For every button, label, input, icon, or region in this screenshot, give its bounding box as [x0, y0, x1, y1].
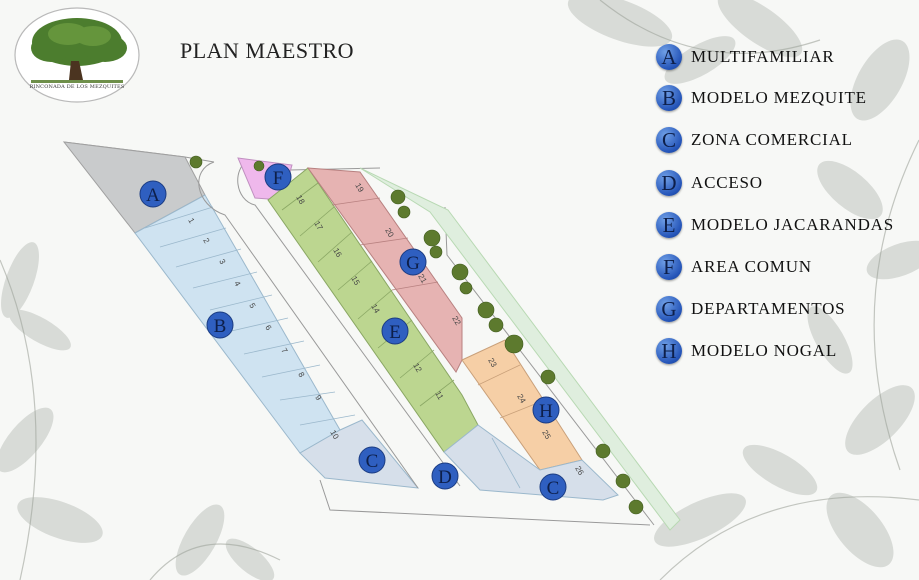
legend-label-multifamiliar: MULTIFAMILIAR [691, 47, 835, 66]
svg-text:G: G [406, 253, 420, 274]
legend-label-comercial: ZONA COMERCIAL [691, 130, 853, 149]
page-title: PLAN MAESTRO [180, 38, 355, 63]
legend-label-area-comun: AREA COMUN [691, 257, 812, 276]
legend-marker-d: D [656, 170, 682, 196]
lot-number-1: 1 [186, 217, 196, 226]
legend-marker-h: H [656, 338, 682, 364]
lot-number-6: 6 [263, 324, 273, 333]
lot-number-3: 3 [217, 258, 227, 267]
svg-text:A: A [146, 185, 160, 206]
legend-item-departamentos: G DEPARTAMENTOS [656, 294, 845, 324]
green-buffer-strip [359, 167, 681, 531]
lot-number-5: 5 [247, 302, 257, 311]
legend-marker-a: A [656, 44, 682, 70]
lot-number-4: 4 [232, 280, 242, 289]
zone-c-comercial-left [299, 419, 420, 489]
legend-label-jacarandas: MODELO JACARANDAS [691, 215, 894, 234]
svg-text:C: C [547, 478, 560, 499]
legend-item-comercial: C ZONA COMERCIAL [656, 125, 853, 155]
svg-text:H: H [539, 401, 553, 422]
mezquite-lot-lines [144, 206, 356, 426]
zone-marker-d: D [431, 462, 459, 490]
legend-marker-b: B [656, 85, 682, 111]
lot-number-7: 7 [279, 347, 289, 356]
legend-label-mezquite: MODELO MEZQUITE [691, 88, 867, 107]
zone-marker-f: F [264, 163, 292, 191]
lot-number-8: 8 [296, 371, 306, 380]
legend-marker-f: F [656, 254, 682, 280]
zone-g-departamentos [306, 167, 463, 373]
legend-item-nogal: H MODELO NOGAL [656, 336, 837, 366]
zone-marker-b: B [206, 311, 234, 339]
legend-marker-c: C [656, 127, 682, 153]
logo-tree-icon [14, 7, 140, 103]
lot-number-2: 2 [201, 237, 211, 246]
zone-marker-g: G [399, 248, 427, 276]
legend-label-nogal: MODELO NOGAL [691, 341, 838, 360]
zone-c-comercial-right [443, 424, 619, 501]
legend-marker-g: G [656, 296, 682, 322]
lot-number-9: 9 [313, 394, 323, 403]
legend-label-departamentos: DEPARTAMENTOS [691, 299, 846, 318]
svg-text:F: F [273, 168, 284, 189]
legend-item-acceso: D ACCESO [656, 168, 763, 198]
zone-marker-e: E [381, 317, 409, 345]
svg-text:C: C [366, 451, 379, 472]
zone-marker-c: C [358, 446, 386, 474]
legend-item-area-comun: F AREA COMUN [656, 252, 812, 282]
zone-marker-c: C [539, 473, 567, 501]
tree-icons [189, 155, 644, 515]
svg-text:E: E [389, 322, 401, 343]
legend-marker-e: E [656, 212, 682, 238]
legend-item-mezquite: B MODELO MEZQUITE [656, 83, 867, 113]
legend-label-acceso: ACCESO [691, 173, 763, 192]
svg-text:D: D [438, 467, 452, 488]
departamentos-lot-lines [331, 197, 439, 291]
legend-item-multifamiliar: A MULTIFAMILIAR [656, 42, 835, 72]
zone-marker-a: A [139, 180, 167, 208]
legend-item-jacarandas: E MODELO JACARANDAS [656, 210, 894, 240]
zone-marker-h: H [532, 396, 560, 424]
logo-caption: RINCONADA DE LOS MEZQUITES [29, 84, 125, 90]
svg-text:B: B [214, 316, 227, 337]
